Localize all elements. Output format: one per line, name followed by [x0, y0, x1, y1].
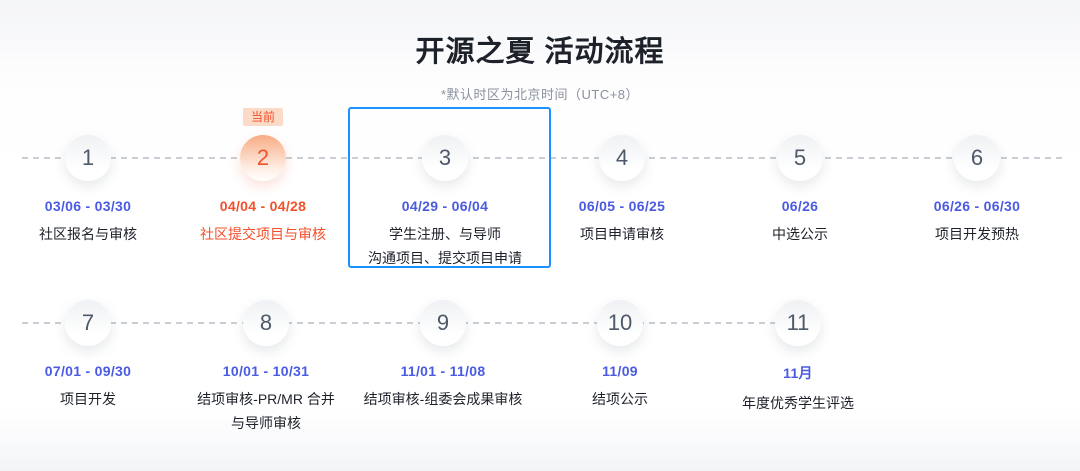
step-date: 03/06 - 03/30	[44, 198, 132, 214]
step-number: 1	[81, 145, 95, 170]
step-label-line: 沟通项目、提交项目申请	[368, 250, 522, 266]
step-item-1: 1 03/06 - 03/30 社区报名与审核	[0, 135, 198, 246]
step-label: 项目开发	[0, 387, 198, 411]
step-label: 项目开发预热	[867, 222, 1080, 246]
page-title: 开源之夏 活动流程	[415, 36, 665, 68]
step-label: 中选公示	[690, 222, 910, 246]
step-circle-2: 2	[240, 135, 286, 181]
step-label: 学生注册、与导师沟通项目、提交项目申请	[335, 222, 555, 270]
step-label-line: 与导师审核	[231, 415, 301, 431]
step-date: 11/01 - 11/08	[400, 363, 486, 379]
step-label: 项目申请审核	[512, 222, 732, 246]
step-number: 9	[436, 310, 450, 335]
page-subtitle: *默认时区为北京时间（UTC+8）	[440, 87, 640, 102]
step-label-line: 项目开发	[60, 391, 116, 407]
step-date: 11月	[783, 365, 813, 381]
step-label-line: 项目开发预热	[935, 226, 1019, 242]
step-circle-7: 7	[65, 300, 111, 346]
step-circle-8: 8	[243, 300, 289, 346]
step-number: 4	[615, 145, 629, 170]
step-label: 社区报名与审核	[0, 222, 198, 246]
step-label: 社区提交项目与审核	[153, 222, 373, 246]
step-number: 5	[793, 145, 807, 170]
highlight-box-step-3	[348, 107, 551, 268]
step-label: 结项审核-组委会成果审核	[333, 387, 553, 411]
step-label-line: 社区提交项目与审核	[200, 226, 326, 242]
step-date: 10/01 - 10/31	[222, 363, 310, 379]
step-circle-11: 11	[775, 300, 821, 346]
step-item-4: 4 06/05 - 06/25 项目申请审核	[512, 135, 732, 246]
step-number: 11	[786, 310, 810, 335]
current-badge: 当前	[242, 108, 284, 126]
step-item-3: 3 04/29 - 06/04 学生注册、与导师沟通项目、提交项目申请	[335, 135, 555, 270]
step-label: 结项公示	[510, 387, 730, 411]
step-label-line: 结项审核-PR/MR 合并	[197, 391, 335, 407]
step-label-line: 学生注册、与导师	[389, 226, 501, 242]
step-label-line: 中选公示	[772, 226, 828, 242]
step-label: 年度优秀学生评选	[688, 391, 908, 415]
step-circle-10: 10	[597, 300, 643, 346]
step-label: 结项审核-PR/MR 合并与导师审核	[156, 387, 376, 435]
timeline-connector-row-2	[22, 322, 802, 324]
step-item-7: 7 07/01 - 09/30 项目开发	[0, 300, 198, 411]
step-number: 2	[256, 145, 270, 170]
step-date: 06/26	[781, 198, 819, 214]
step-number: 3	[438, 145, 452, 170]
step-circle-4: 4	[599, 135, 645, 181]
step-circle-6: 6	[954, 135, 1000, 181]
step-date: 11/09	[602, 363, 638, 379]
step-circle-3: 3	[422, 135, 468, 181]
step-item-2: 当前 2 04/04 - 04/28 社区提交项目与审核	[153, 108, 373, 246]
step-label-line: 社区报名与审核	[39, 226, 137, 242]
step-label-line: 年度优秀学生评选	[742, 395, 854, 411]
step-number: 10	[607, 310, 633, 335]
step-number: 8	[259, 310, 273, 335]
step-date: 06/26 - 06/30	[933, 198, 1021, 214]
step-item-11: 11 11月年度优秀学生评选	[688, 300, 908, 415]
step-label-line: 结项公示	[592, 391, 648, 407]
step-item-6: 6 06/26 - 06/30 项目开发预热	[867, 135, 1080, 246]
step-label-line: 结项审核-组委会成果审核	[363, 391, 523, 407]
step-item-8: 8 10/01 - 10/31 结项审核-PR/MR 合并与导师审核	[156, 300, 376, 435]
timeline-connector-row-1	[22, 157, 1062, 159]
step-date: 07/01 - 09/30	[44, 363, 132, 379]
step-item-9: 9 11/01 - 11/08 结项审核-组委会成果审核	[333, 300, 553, 411]
step-item-5: 5 06/26 中选公示	[690, 135, 910, 246]
step-number: 6	[970, 145, 984, 170]
page-header: 开源之夏 活动流程 *默认时区为北京时间（UTC+8）	[0, 28, 1080, 103]
step-date: 04/29 - 06/04	[401, 198, 489, 214]
step-item-10: 10 11/09 结项公示	[510, 300, 730, 411]
step-circle-5: 5	[777, 135, 823, 181]
step-date: 06/05 - 06/25	[578, 198, 666, 214]
step-circle-1: 1	[65, 135, 111, 181]
step-label-line: 项目申请审核	[580, 226, 664, 242]
step-date: 04/04 - 04/28	[219, 198, 307, 214]
step-circle-9: 9	[420, 300, 466, 346]
step-number: 7	[81, 310, 95, 335]
